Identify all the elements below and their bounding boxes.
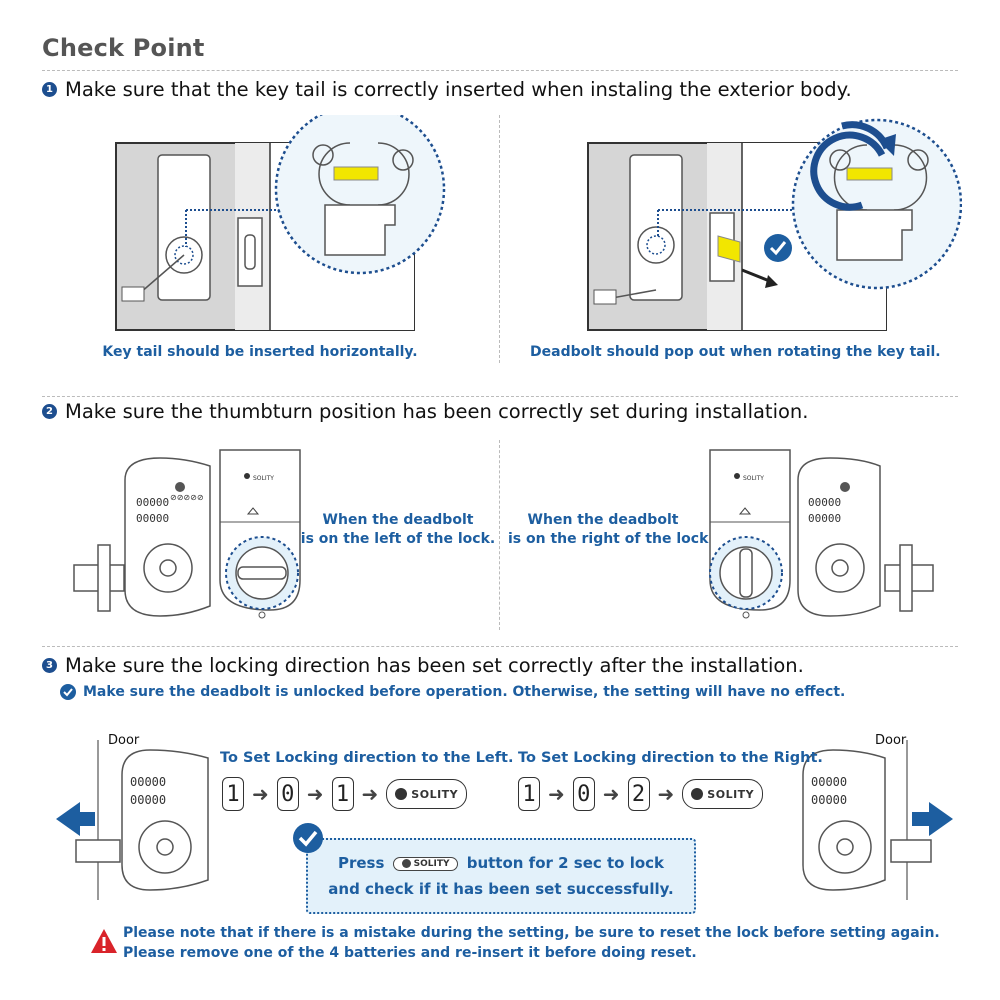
caption-line: When the deadbolt	[322, 512, 474, 528]
key-0: 0	[572, 777, 595, 811]
press-callout: Press SOLITY button for 2 sec to lock an…	[306, 838, 696, 914]
callout-rest: button for 2 sec to lock	[466, 854, 665, 872]
solity-button: SOLITY	[392, 856, 459, 871]
caption-line: When the deadbolt	[527, 512, 679, 528]
svg-text:⊘⊘⊘⊘⊘: ⊘⊘⊘⊘⊘	[170, 493, 204, 502]
page-title: Check Point	[42, 34, 205, 62]
brand-label: SOLITY	[411, 787, 459, 801]
warning-line-2: Please remove one of the 4 batteries and…	[123, 945, 697, 961]
svg-text:00000: 00000	[808, 512, 841, 525]
brand-icon	[691, 788, 704, 800]
callout-press: Press	[337, 854, 385, 872]
seq-right-title: To Set Locking direction to the Right.	[518, 750, 823, 766]
step-text: Make sure the thumbturn position has bee…	[65, 400, 809, 423]
step-text: Make sure that the key tail is correctly…	[65, 78, 852, 101]
brand-label: SOLITY	[707, 787, 755, 801]
svg-text:00000: 00000	[811, 775, 847, 789]
seq-left-title: To Set Locking direction to the Left.	[220, 750, 514, 766]
divider-vertical	[499, 440, 500, 630]
check-circle-icon	[60, 684, 76, 700]
deadbolt-pop-out-illustration	[587, 118, 962, 331]
divider	[42, 646, 958, 647]
arrow-left-icon	[56, 802, 95, 836]
callout-line-1: Press SOLITY button for 2 sec to lock	[308, 854, 694, 872]
brand-icon	[401, 858, 411, 868]
svg-text:00000: 00000	[130, 793, 166, 807]
divider	[42, 396, 958, 397]
arrow-right-icon: ➜	[602, 782, 620, 806]
caption-line: is on the right of the lock.	[508, 531, 714, 547]
svg-text:00000: 00000	[136, 496, 169, 509]
step-number: 3	[42, 658, 57, 673]
lock-left-door: 00000 00000	[56, 740, 209, 900]
lock-thumbturn-vertical: SOLITY 00000 00000	[709, 449, 934, 619]
caption-deadbolt-left: When the deadbolt is on the left of the …	[300, 511, 496, 549]
divider-vertical	[499, 115, 500, 363]
key-1: 1	[331, 777, 354, 811]
key-1: 1	[518, 777, 540, 811]
step-2-heading: 2 Make sure the thumbturn position has b…	[42, 400, 809, 423]
step-number: 1	[42, 82, 57, 97]
door-label-left: Door	[108, 733, 140, 748]
svg-text:SOLITY: SOLITY	[253, 475, 274, 482]
arrow-right-icon	[912, 802, 953, 836]
brand-icon	[395, 788, 408, 800]
step-3-heading: 3 Make sure the locking direction has be…	[42, 654, 804, 677]
caption-line: is on the left of the lock.	[300, 531, 496, 547]
unlock-note: Make sure the deadbolt is unlocked befor…	[60, 684, 845, 700]
warning-line-1: Please note that if there is a mistake d…	[123, 925, 940, 941]
check-circle-icon	[293, 823, 323, 853]
svg-text:00000: 00000	[808, 496, 841, 509]
brand-label: SOLITY	[413, 858, 450, 869]
lock-right-door: 00000 00000	[802, 740, 953, 900]
svg-text:00000: 00000	[811, 793, 847, 807]
key-tail-horizontal-illustration	[115, 115, 446, 331]
solity-button: SOLITY	[682, 779, 764, 809]
key-0: 0	[276, 777, 299, 811]
solity-button: SOLITY	[386, 779, 468, 809]
arrow-right-icon: ➜	[548, 782, 565, 806]
arrow-right-icon: ➜	[306, 782, 324, 806]
warning-text: Please note that if there is a mistake d…	[123, 923, 940, 963]
svg-text:00000: 00000	[136, 512, 169, 525]
key-2: 2	[627, 777, 650, 811]
note-text: Make sure the deadbolt is unlocked befor…	[83, 684, 846, 700]
caption-key-tail: Key tail should be inserted horizontally…	[102, 344, 418, 360]
caption-deadbolt-pop: Deadbolt should pop out when rotating th…	[530, 344, 941, 360]
seq-right: 1 ➜ 0 ➜ 2 ➜ SOLITY	[518, 777, 764, 811]
seq-left: 1 ➜ 0 ➜ 1 ➜ SOLITY	[222, 777, 468, 811]
step-number: 2	[42, 404, 57, 419]
warning-icon	[91, 929, 117, 953]
divider	[42, 70, 958, 71]
arrow-right-icon: ➜	[657, 782, 675, 806]
lock-thumbturn-horizontal: ⊘⊘⊘⊘⊘ 00000 00000 SOLITY	[73, 449, 301, 619]
arrow-right-icon: ➜	[361, 782, 379, 806]
arrow-right-icon: ➜	[252, 782, 269, 806]
step-1-heading: 1 Make sure that the key tail is correct…	[42, 78, 852, 101]
svg-text:SOLITY: SOLITY	[743, 475, 764, 482]
svg-text:00000: 00000	[130, 775, 166, 789]
caption-deadbolt-right: When the deadbolt is on the right of the…	[508, 511, 714, 549]
door-label-right: Door	[875, 733, 907, 748]
callout-line-2: and check if it has been set successfull…	[328, 880, 674, 898]
step-text: Make sure the locking direction has been…	[65, 654, 804, 677]
key-1: 1	[222, 777, 244, 811]
